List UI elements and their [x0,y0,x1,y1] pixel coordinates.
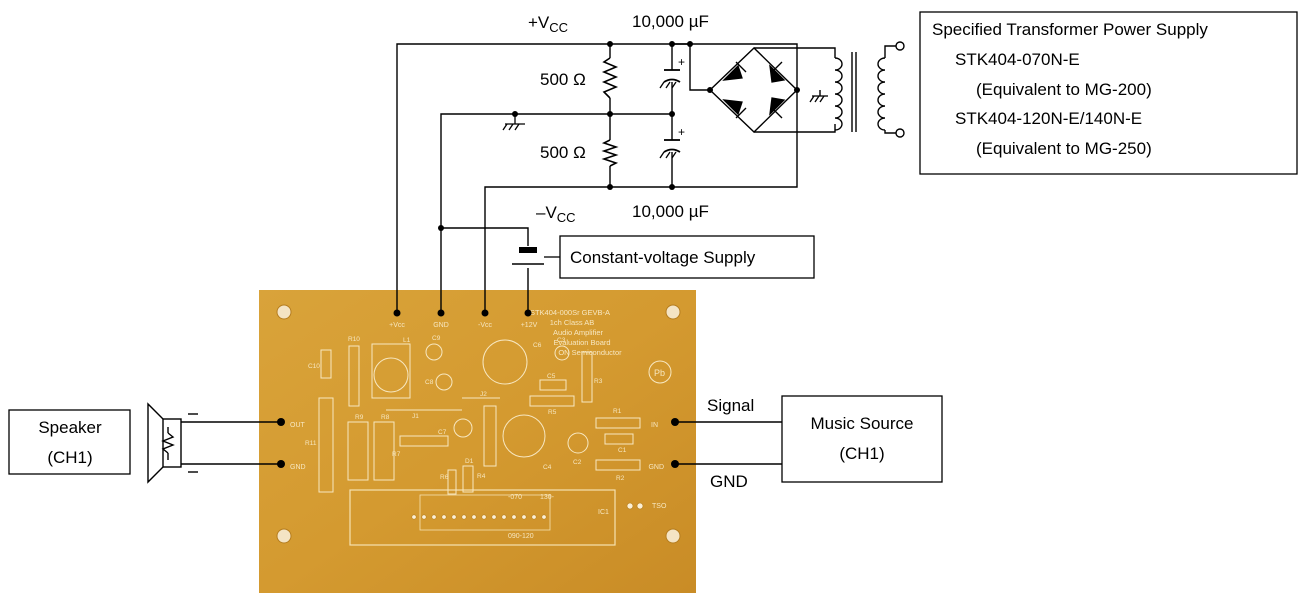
constant-voltage-supply-box: Constant-voltage Supply [559,235,815,279]
ref-r2: R2 [616,475,625,482]
gnd-left-silk: GND [290,464,306,471]
ref-r5: R5 [548,409,557,416]
music-source-label-2: (CH1) [839,444,884,463]
ref-c10: C10 [308,363,320,370]
pin-label-12v: +12V [521,322,538,329]
ground-symbol-mid [502,114,525,131]
ref-r1: R1 [613,408,622,415]
filter-capacitors [663,69,681,153]
speaker-label-1: Speaker [38,418,102,437]
vcc-minus-label: –VCC [536,203,576,225]
transformer-box-title: Specified Transformer Power Supply [932,20,1208,39]
ic-130-silk: 130- [540,494,555,501]
transformer-line-1: STK404-070N-E [955,50,1080,69]
ic-outline [349,489,616,546]
ref-d1: D1 [465,458,474,465]
speaker-symbol [147,402,281,484]
ic-070-silk: -070 [508,494,522,501]
res-bottom-label: 500 Ω [540,143,586,162]
ref-l1: L1 [403,337,411,344]
ground-symbol-transformer [809,95,828,103]
transformer-line-2: (Equivalent to MG-200) [976,80,1152,99]
ic-pin-row [411,502,644,520]
component-silkscreen [318,339,672,495]
ref-j2: J2 [480,391,487,398]
vcc-plus-label: +VCC [528,13,568,35]
pcb-substrate [259,290,696,593]
ref-c2: C2 [573,459,582,466]
ref-r10: R10 [348,336,360,343]
ref-r4: R4 [477,473,486,480]
gnd-right-silk: GND [648,464,664,471]
bleeder-resistors [601,57,619,167]
ground-symbols [502,81,828,159]
board-title-2: 1ch Class AB [550,318,595,327]
input-terminals [671,418,679,468]
cap-bottom-label: 10,000 µF [632,202,709,221]
ref-c9: C9 [432,335,441,342]
res-top-label: 500 Ω [540,70,586,89]
board-title-1: STK404-000Sr GEVB-A [530,308,610,317]
ic1-silk: IC1 [598,509,609,516]
ref-j1: J1 [412,413,419,420]
ref-c6: C6 [533,342,542,349]
ref-c4: C4 [543,464,552,471]
in-silk: IN [651,422,658,429]
mounting-hole-br [665,528,681,544]
board-title-4: Evaluation Board [553,338,610,347]
constant-supply-label: Constant-voltage Supply [570,248,756,267]
pin-label-gnd: GND [433,322,449,329]
ic-inner-outline [419,494,551,531]
music-source-wiring [675,421,782,465]
ref-r3: R3 [594,378,603,385]
cap-top-plus: + [678,55,685,69]
speaker-box: Speaker (CH1) [8,409,131,475]
junction-dots [393,41,800,317]
speaker-label-2: (CH1) [47,448,92,467]
ref-r8: R8 [381,414,390,421]
ref-c5: C5 [547,373,556,380]
ref-c1: C1 [618,447,627,454]
pin-label-vcc: +Vcc [389,322,405,329]
resistor-top [601,57,619,99]
bridge-diodes [722,61,786,119]
ref-r7: R7 [392,451,401,458]
ref-r6: R6 [440,474,449,481]
ref-c3: C3 [557,337,566,344]
gnd-label: GND [710,472,748,491]
ref-c8: C8 [425,379,434,386]
signal-label: Signal [707,396,754,415]
mounting-hole-tl [276,304,292,320]
ref-r9: R9 [355,414,364,421]
transformer-line-3: STK404-120N-E/140N-E [955,109,1142,128]
pin-label-mvcc: -Vcc [478,322,493,329]
music-source-label-1: Music Source [811,414,914,433]
ref-r11: R11 [305,440,317,447]
tso-silk: TSO [652,503,667,510]
board-title-3: Audio Amplifier [553,328,604,337]
out-silk: OUT [290,422,306,429]
mounting-hole-bl [276,528,292,544]
cap-bottom-plus: + [678,125,685,139]
transformer-line-4: (Equivalent to MG-250) [976,139,1152,158]
transformer [834,41,905,138]
speaker-terminals [277,418,285,468]
pb-logo: Pb [654,368,665,378]
mounting-hole-tr [665,304,681,320]
ground-symbol-cap-bottom [659,151,677,159]
music-source-box: Music Source (CH1) [781,395,943,483]
ref-c7: C7 [438,429,447,436]
pcb-board: STK404-000Sr GEVB-A 1ch Class AB Audio A… [259,290,696,593]
cap-top-label: 10,000 µF [632,12,709,31]
ground-symbol-cap-top [659,81,677,89]
ic-range-silk: 090-120 [508,533,534,540]
constant-voltage-source-symbol [512,247,560,265]
transformer-info-box: Specified Transformer Power Supply STK40… [919,11,1298,175]
resistor-bottom [601,139,619,167]
supply-wiring [396,43,836,313]
